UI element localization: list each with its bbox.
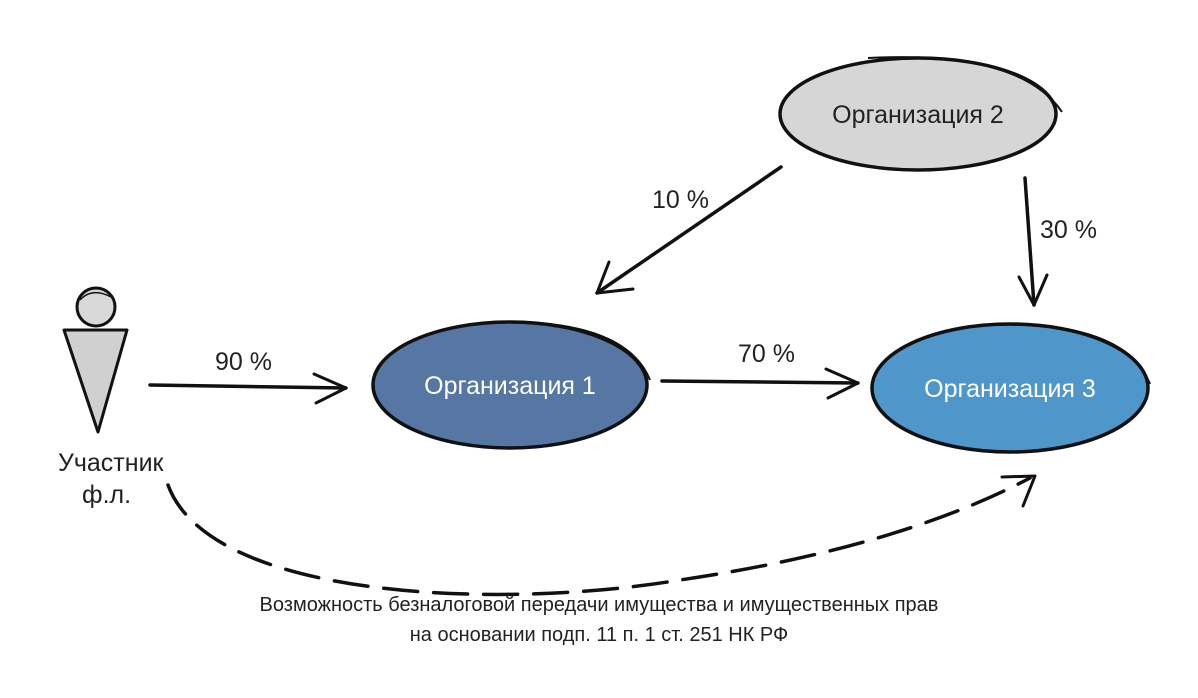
arrow-participant-to-org1	[148, 372, 348, 405]
caption-line1: Возможность безналоговой передачи имущес…	[260, 594, 939, 616]
edge-label-10: 10 %	[652, 186, 709, 214]
participant-figure-icon	[62, 286, 129, 434]
arrow-participant-to-org3-dashed	[166, 474, 1037, 597]
org1-label: Организация 1	[424, 372, 596, 400]
participant-label-line2: ф.л.	[82, 481, 131, 509]
org3-label: Организация 3	[924, 375, 1096, 403]
edge-label-30: 30 %	[1040, 216, 1097, 244]
arrow-org2-to-org3	[1017, 176, 1049, 307]
edge-label-90: 90 %	[215, 348, 272, 376]
participant-label-line1: Участник	[58, 449, 165, 477]
org3-node: Организация 3	[870, 322, 1151, 454]
arrow-org1-to-org3	[660, 367, 860, 400]
arrow-org2-to-org1	[595, 165, 783, 295]
caption-line2: на основании подп. 11 п. 1 ст. 251 НК РФ	[410, 624, 789, 646]
org1-node: Организация 1	[371, 320, 651, 450]
org2-label: Организация 2	[832, 101, 1004, 129]
org2-node: Организация 2	[778, 56, 1063, 172]
edge-label-70: 70 %	[738, 340, 795, 368]
